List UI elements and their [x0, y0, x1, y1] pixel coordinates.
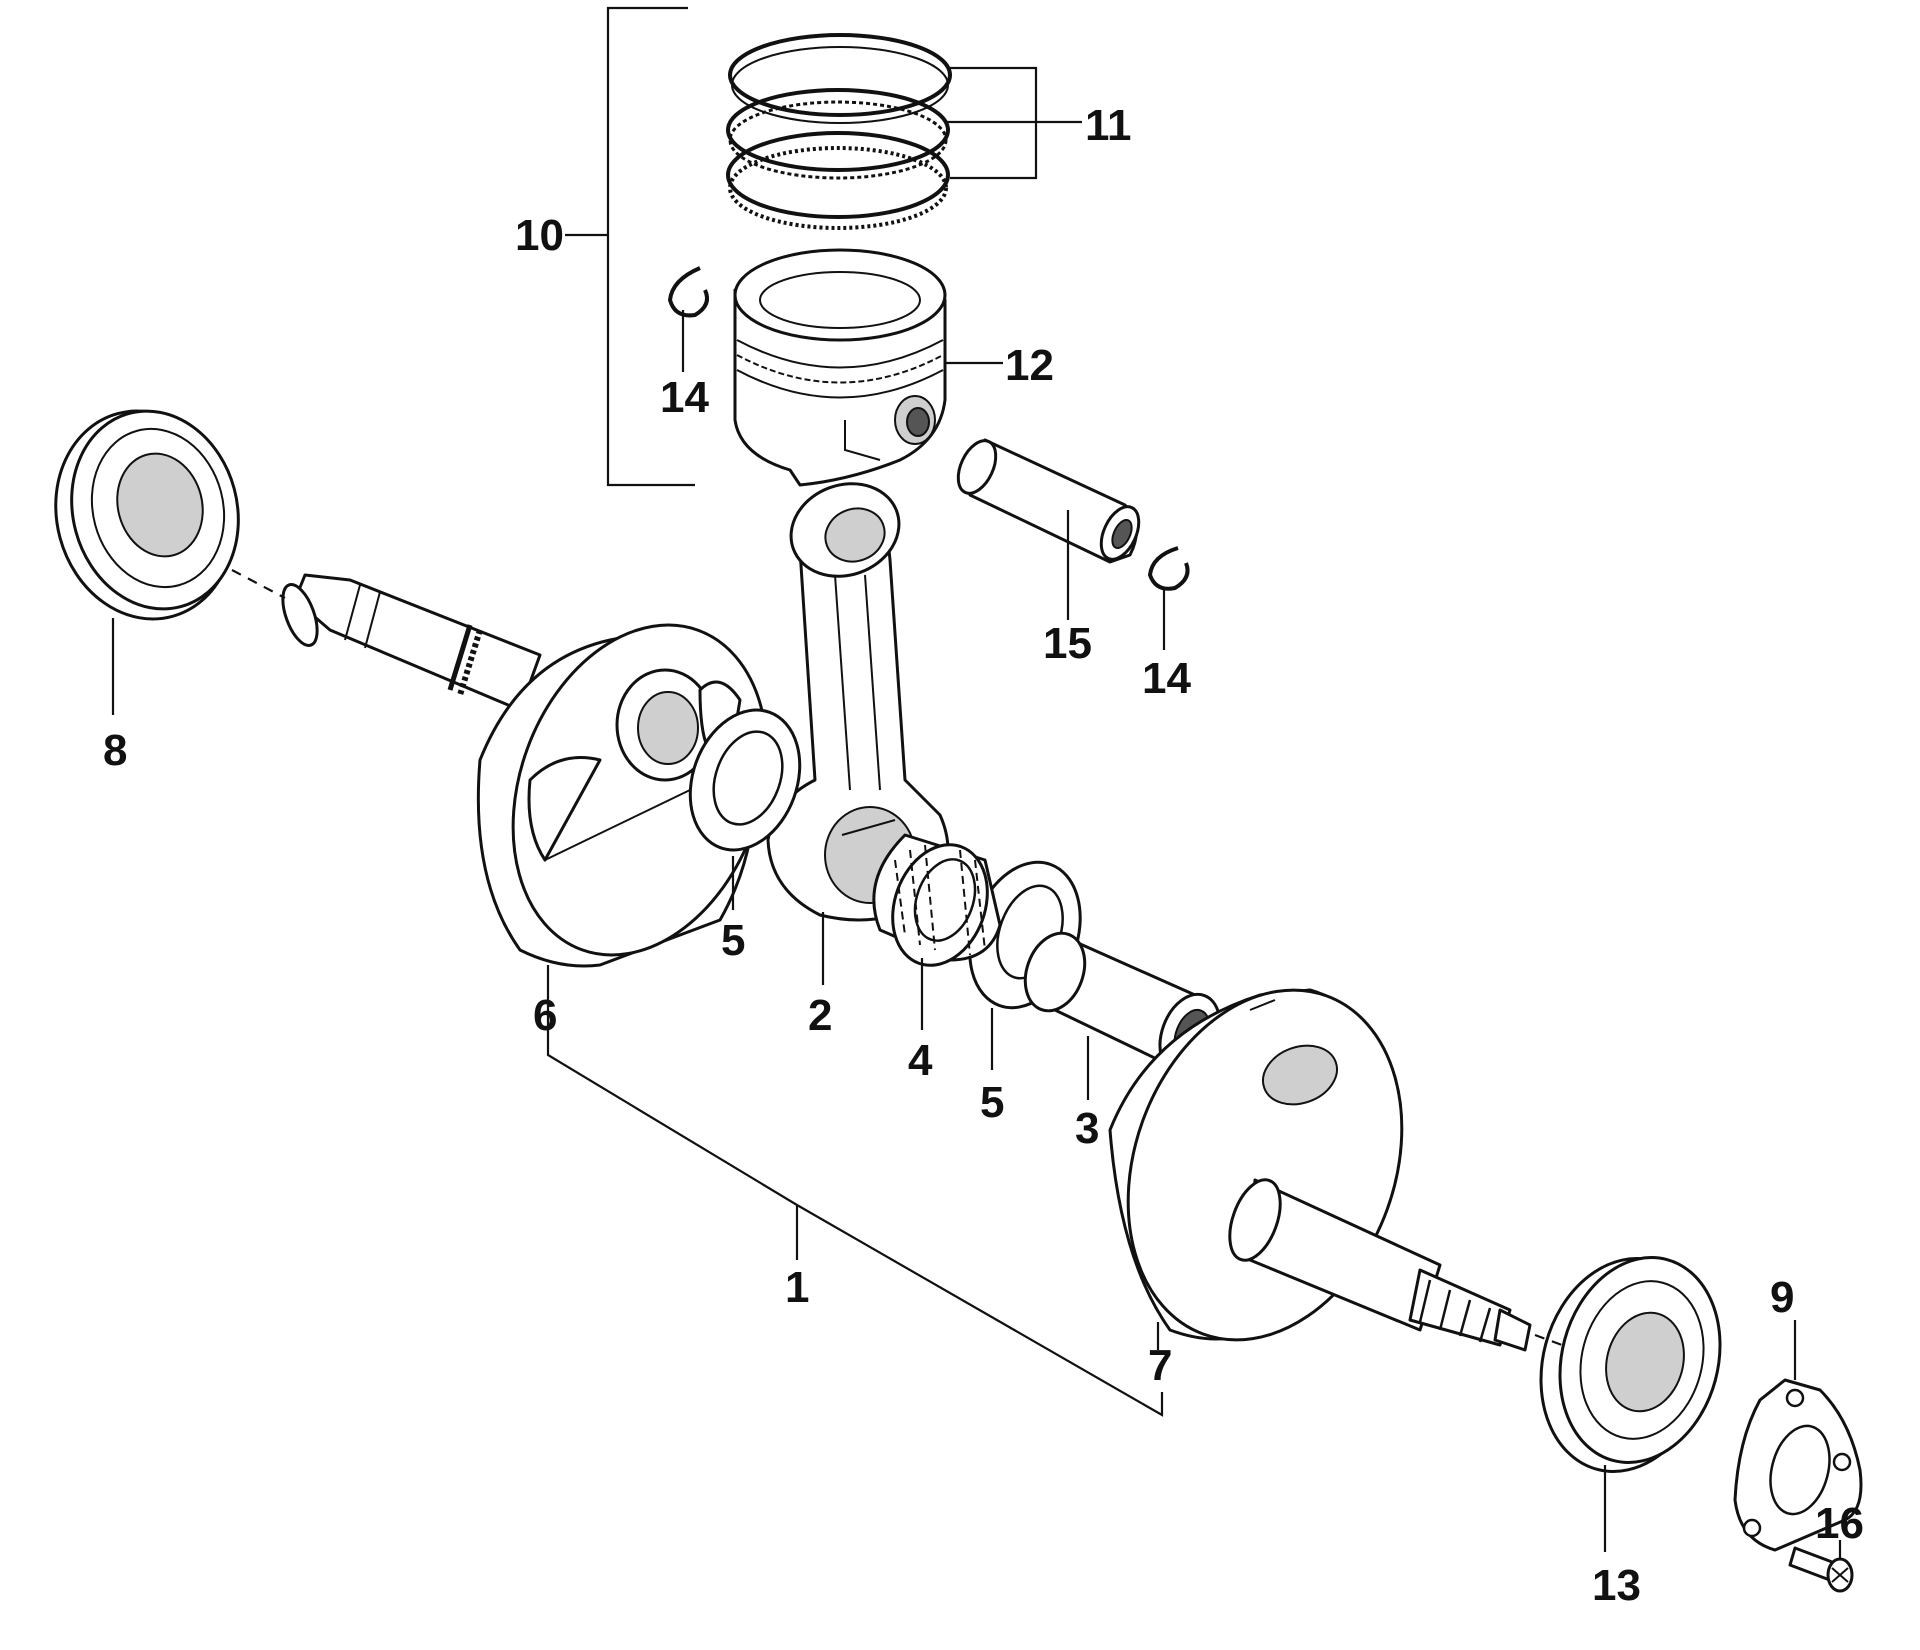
- callout-8: 8: [103, 726, 127, 775]
- callout-9: 13: [1592, 1561, 1641, 1610]
- main-bearing-left: [54, 409, 240, 621]
- callout-16: 16: [1815, 1499, 1864, 1548]
- callout-15: 15: [1043, 619, 1092, 668]
- crank-half-left: [476, 623, 769, 968]
- callout-12: 12: [1005, 341, 1054, 390]
- callout-10: 9: [1770, 1273, 1794, 1322]
- callout-14-left: 14: [660, 373, 709, 422]
- callout-11: 10: [515, 211, 564, 260]
- needle-bearing: [872, 833, 1002, 967]
- piston-rings: [726, 33, 952, 230]
- callout-5-left: 5: [721, 916, 745, 965]
- piston: [733, 248, 947, 487]
- callout-13: 11: [1085, 101, 1132, 150]
- crankshaft-right-shaft: [1228, 1178, 1532, 1352]
- thrust-washer-left: [688, 708, 802, 852]
- callout-4: 4: [908, 1036, 933, 1085]
- callout-14-right: 14: [1142, 654, 1191, 703]
- callout-5-right: 5: [980, 1078, 1004, 1127]
- retainer-screw: [1788, 1546, 1854, 1593]
- callout-1: 1: [785, 1263, 809, 1312]
- callout-2: 2: [808, 991, 832, 1040]
- connecting-rod: [766, 482, 950, 922]
- bearing-retainer-plate: [1733, 1378, 1863, 1552]
- callout-3: 3: [1075, 1104, 1099, 1153]
- leader-lines: [111, 6, 1842, 1560]
- piston-pin-clip-right: [1147, 546, 1190, 591]
- callout-labels: 11 10 12 14 15 14 8 5 6 2 4 5 3 1 7 9 16…: [103, 101, 1864, 1610]
- piston-pin-clip-left: [667, 266, 709, 318]
- piston-pin: [956, 438, 1141, 564]
- crankshaft-left-shaft: [281, 573, 542, 712]
- callout-6: 6: [533, 991, 557, 1040]
- callout-7: 7: [1148, 1341, 1172, 1390]
- main-bearing-right: [1539, 1256, 1722, 1473]
